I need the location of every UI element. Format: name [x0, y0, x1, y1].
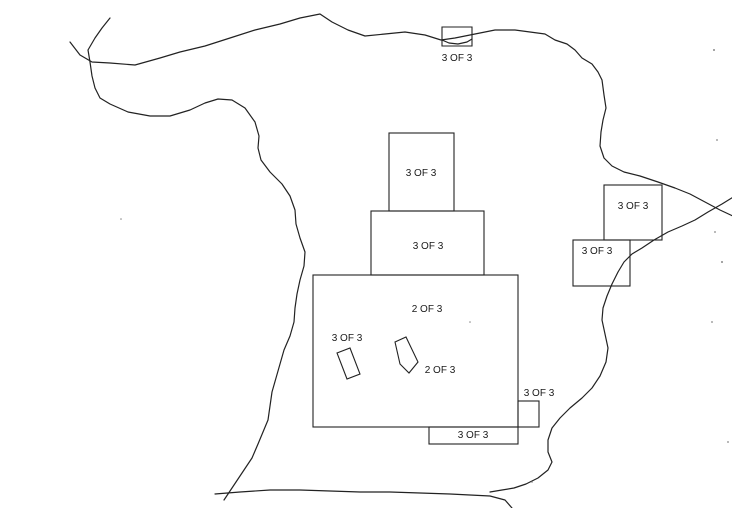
southern-boundary-line — [214, 489, 513, 509]
tile-lower-strip-outline — [428, 426, 519, 445]
tile-top[interactable]: 3 OF 3 — [441, 26, 473, 64]
tile-upper-center-top-label: 3 OF 3 — [406, 168, 437, 179]
tile-right-lower-outline — [572, 239, 631, 287]
tile-lower-right[interactable]: 3 OF 3 — [517, 388, 555, 428]
tile-upper-center-mid[interactable]: 3 OF 3 — [370, 210, 485, 276]
tile-central-large[interactable]: 2 OF 3 — [312, 274, 519, 428]
tile-central-large-label: 2 OF 3 — [412, 304, 443, 315]
map-dot — [721, 261, 723, 263]
tile-right-upper[interactable]: 3 OF 3 — [603, 184, 663, 241]
tile-center-small-label: 2 OF 3 — [425, 365, 456, 376]
tile-center-small-outline — [394, 336, 419, 374]
boundary-lines — [69, 13, 732, 509]
tile-right-upper-label: 3 OF 3 — [618, 201, 649, 212]
scatter-dots — [120, 49, 729, 483]
tile-upper-center-top[interactable]: 3 OF 3 — [388, 132, 455, 212]
tile-right-lower[interactable]: 3 OF 3 — [572, 239, 631, 287]
tile-lower-right-outline — [517, 400, 540, 428]
tile-top-inner-line — [441, 38, 473, 45]
map-dot — [469, 321, 471, 323]
tile-right-upper-outline — [603, 184, 663, 241]
map-dot — [711, 321, 713, 323]
tile-right-lower-label: 3 OF 3 — [582, 246, 613, 257]
tile-upper-center-mid-label: 3 OF 3 — [413, 241, 444, 252]
tile-left-small-outline — [336, 347, 361, 380]
northern-boundary-line — [69, 13, 732, 217]
map-tiles: 3 OF 3 3 OF 3 3 OF 3 2 OF 3 3 OF 3 2 OF … — [312, 26, 663, 445]
tile-lower-strip[interactable]: 3 OF 3 — [428, 426, 519, 445]
map-dot — [716, 139, 718, 141]
tile-center-small[interactable]: 2 OF 3 — [394, 336, 456, 376]
tile-lower-right-label: 3 OF 3 — [524, 388, 555, 399]
tile-top-label: 3 OF 3 — [442, 53, 473, 64]
eastern-boundary-line — [489, 197, 732, 493]
tile-left-small[interactable]: 3 OF 3 — [332, 333, 363, 380]
tile-top-outline — [441, 26, 473, 47]
tile-lower-strip-label: 3 OF 3 — [458, 430, 489, 441]
map-dot — [713, 49, 715, 51]
map-dot — [727, 441, 729, 443]
tile-central-large-outline — [312, 274, 519, 428]
map-dot — [714, 231, 716, 233]
northwest-spur-line — [87, 17, 306, 501]
map-dot — [120, 218, 122, 220]
tile-left-small-label: 3 OF 3 — [332, 333, 363, 344]
map-dot — [531, 481, 533, 483]
